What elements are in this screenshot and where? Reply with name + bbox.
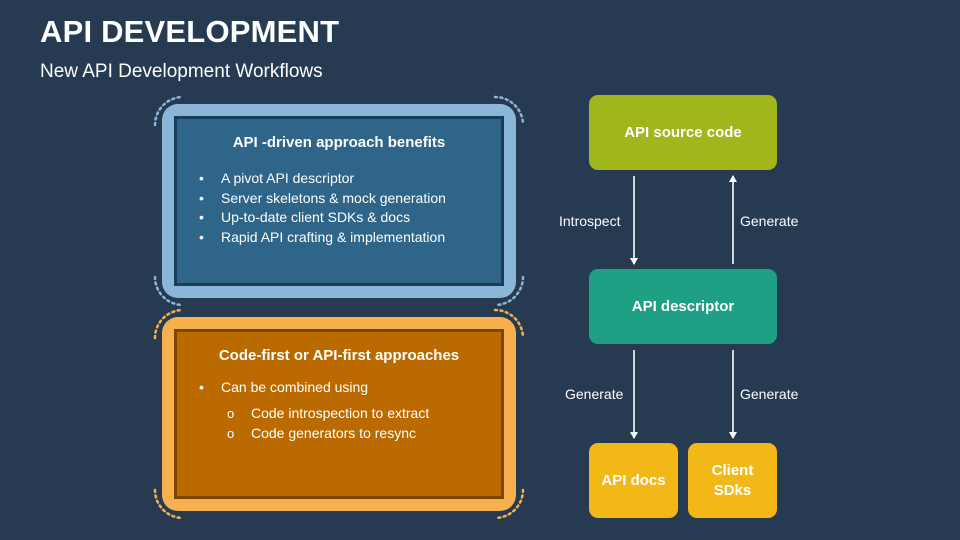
generate-sdks-label: Generate [740,386,799,402]
list-item: Code generators to resync [227,424,429,444]
list-item: Code introspection to extract [227,404,429,424]
page-title: API DEVELOPMENT [40,14,340,49]
api-source-code-node: API source code [589,95,777,170]
list-item: Server skeletons & mock generation [199,189,446,209]
api-descriptor-node: API descriptor [589,269,777,344]
introspect-label: Introspect [559,213,621,229]
list-item: Can be combined using [199,378,368,398]
benefits-list: A pivot API descriptor Server skeletons … [199,169,446,247]
client-sdks-line2: SDks [713,481,752,499]
list-item: Up-to-date client SDKs & docs [199,208,446,228]
generate-docs-label: Generate [565,386,624,402]
list-item: A pivot API descriptor [199,169,446,189]
client-sdks-node: Client SDks [688,443,777,518]
api-docs-node: API docs [589,443,678,518]
benefits-heading: API -driven approach benefits [232,134,446,151]
approaches-list: Can be combined using [199,378,368,398]
benefits-box: API -driven approach benefits A pivot AP… [174,116,504,286]
approaches-box: Code-first or API-first approaches Can b… [174,329,504,499]
list-item: Rapid API crafting & implementation [199,228,446,248]
client-sdks-line1: Client [711,461,754,479]
generate-up-label: Generate [740,213,799,229]
page-subtitle: New API Development Workflows [40,61,323,82]
approaches-heading: Code-first or API-first approaches [218,347,460,364]
approaches-sub-list: Code introspection to extract Code gener… [227,404,429,443]
